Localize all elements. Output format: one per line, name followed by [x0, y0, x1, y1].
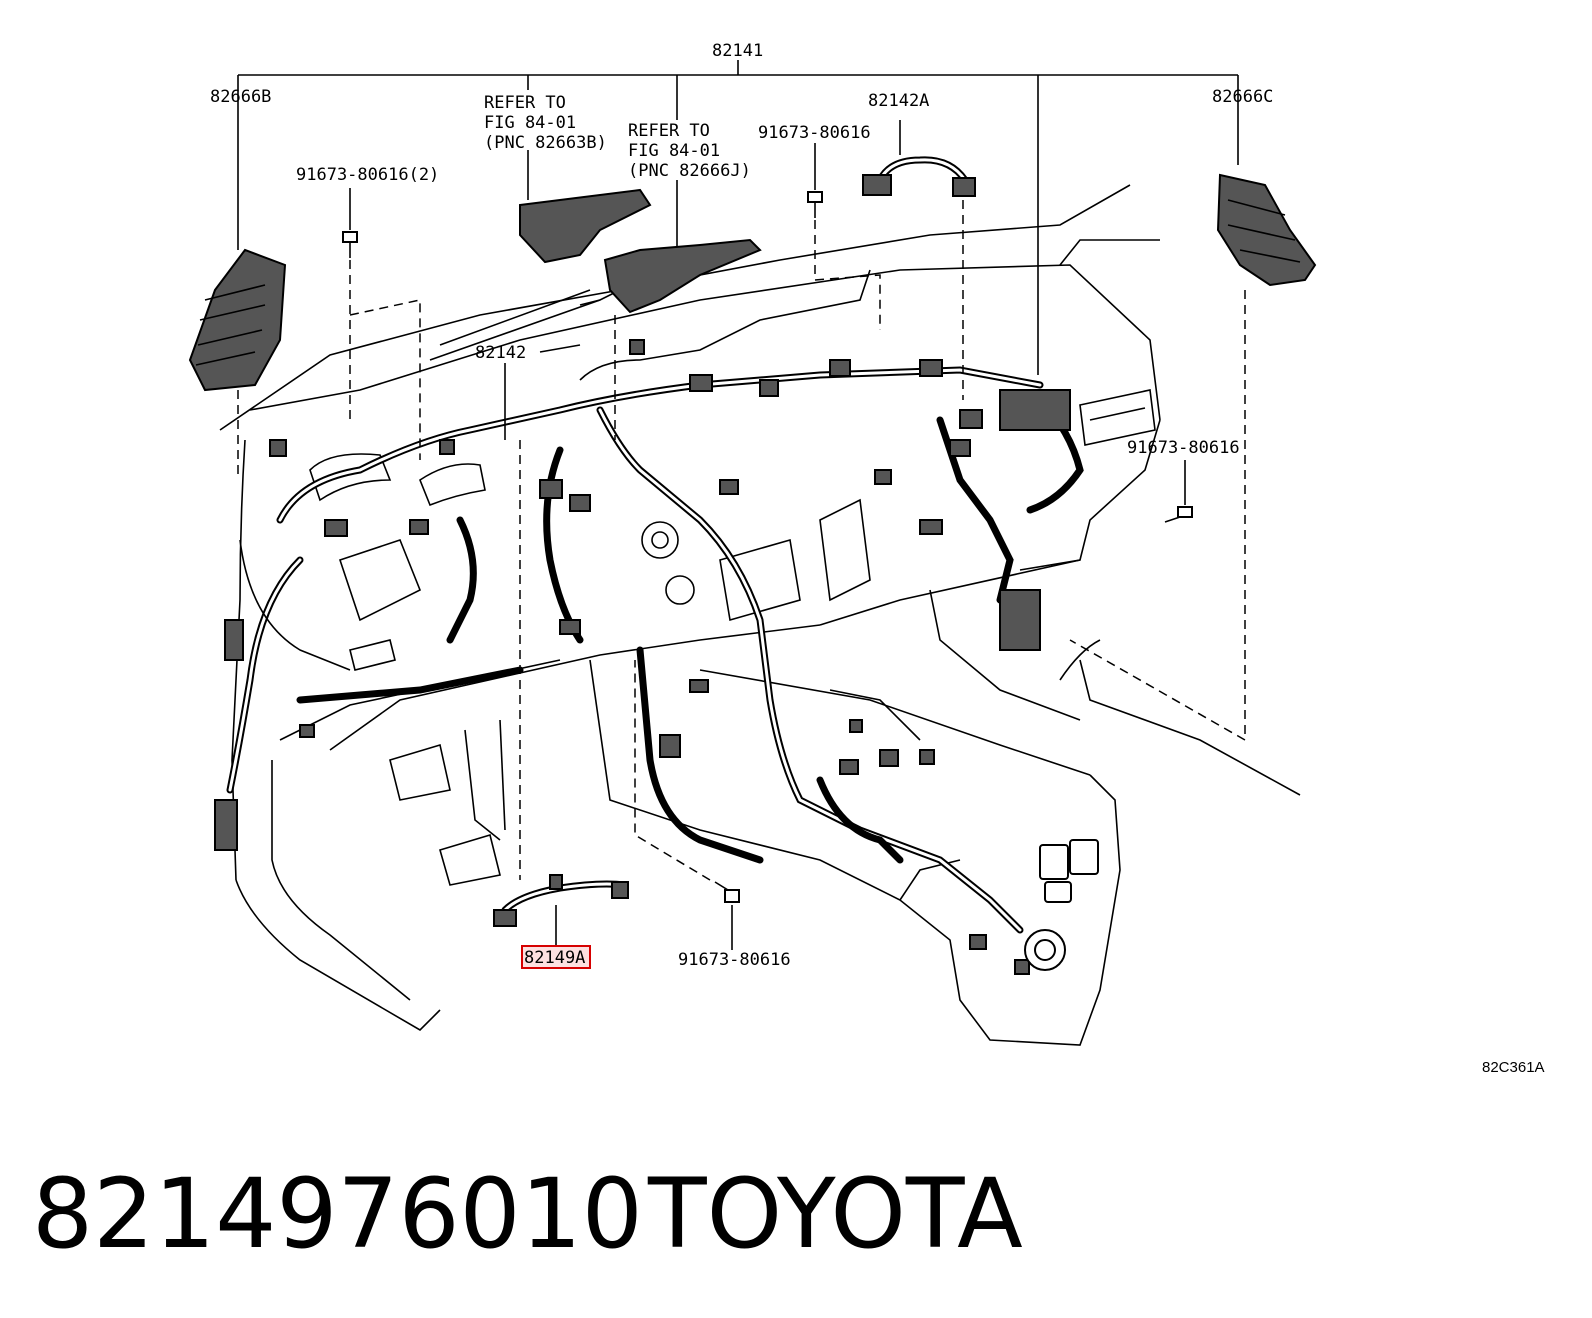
label-refer-a-line3: (PNC 82663B)	[484, 133, 607, 153]
junction-block-82666b	[188, 248, 287, 480]
label-82142: 82142	[475, 343, 526, 363]
refer-part-82663b	[519, 188, 652, 264]
label-refer-b-line1: REFER TO	[628, 121, 710, 141]
caption-part-number: 8214976010	[32, 1158, 643, 1270]
label-bolt-bottom: 91673-80616	[678, 950, 791, 970]
dashboard-outline	[219, 184, 1301, 1046]
harness-connectors	[214, 339, 1071, 975]
bolt-left	[342, 188, 421, 460]
bolt-top-center	[807, 143, 881, 330]
wire-82142a	[862, 120, 976, 400]
refer-part-82666j	[603, 238, 762, 440]
bolt-bottom	[634, 660, 740, 950]
diagram-labels: 82141 82666B 82666C REFER TO FIG 84-01 (…	[210, 41, 1545, 1076]
wire-82149a	[493, 874, 629, 945]
bolt-right	[1164, 460, 1193, 523]
label-bolt-right: 91673-80616	[1127, 438, 1240, 458]
label-refer-a-line1: REFER TO	[484, 93, 566, 113]
label-82666c: 82666C	[1212, 87, 1273, 107]
caption-brand: TOYOTA	[647, 1158, 1023, 1270]
harness-82142-leader	[504, 344, 581, 880]
label-bolt-left: 91673-80616(2)	[296, 165, 439, 185]
junction-block-82666c	[1069, 173, 1317, 742]
label-refer-b-line3: (PNC 82666J)	[628, 161, 751, 181]
label-82666b: 82666B	[210, 87, 271, 107]
label-82149a: 82149A	[524, 948, 585, 968]
caption: 8214976010 TOYOTA	[32, 1158, 1023, 1270]
highlight-box-82149a	[521, 945, 591, 969]
label-refer-b-line2: FIG 84-01	[628, 141, 720, 161]
figure-code: 82C361A	[1482, 1059, 1545, 1076]
label-82142a: 82142A	[868, 91, 929, 111]
label-bolt-top-center: 91673-80616	[758, 123, 871, 143]
label-refer-a-line2: FIG 84-01	[484, 113, 576, 133]
harness-82141-bracket	[237, 60, 1239, 375]
label-82141: 82141	[712, 41, 763, 61]
wiring-harness	[226, 269, 1084, 934]
